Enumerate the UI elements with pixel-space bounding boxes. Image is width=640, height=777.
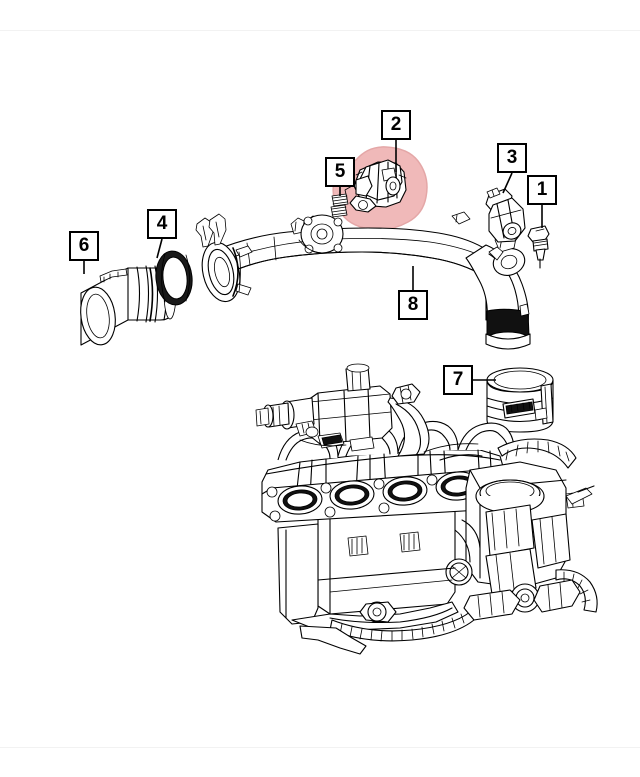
callout-box-2[interactable]: 2	[381, 110, 411, 140]
callout-box-4[interactable]: 4	[147, 209, 177, 239]
callout-box-7[interactable]: 7	[443, 365, 473, 395]
callout-box-6[interactable]: 6	[69, 231, 99, 261]
part-6-air-cleaner-outlet-duct	[80, 265, 177, 346]
part-3-mass-air-flow-sensor	[485, 187, 526, 243]
right-air-box-assembly	[445, 438, 598, 613]
maf-sensor-boss	[298, 214, 344, 254]
throttle-body-module	[255, 363, 430, 457]
part-1-intake-air-temp-sensor	[527, 225, 550, 269]
intake-port-flanges	[261, 469, 503, 523]
part-5-isolator-grommets	[330, 193, 349, 218]
callout-leader-lines	[83, 140, 543, 381]
callout-box-3[interactable]: 3	[497, 143, 527, 173]
top-divider-rule	[0, 30, 640, 31]
callout-box-5[interactable]: 5	[325, 157, 355, 187]
duct-clamp-collar	[201, 241, 253, 303]
leader-4	[156, 238, 163, 259]
callout-box-8[interactable]: 8	[398, 290, 428, 320]
duct-retention-clips	[195, 213, 227, 248]
part-2-resonator-bracket-assembly	[344, 159, 407, 213]
callout-box-1[interactable]: 1	[527, 175, 557, 205]
bottom-right-mount	[463, 579, 581, 621]
bottom-divider-rule	[0, 747, 640, 748]
part-7-throttle-body-coupler-boot	[486, 367, 554, 433]
part-4-seal-ring	[155, 250, 193, 306]
intake-manifold-engine-assembly	[255, 363, 598, 655]
part-8-air-inlet-duct-assembly	[195, 211, 531, 350]
leader-3	[502, 172, 513, 194]
